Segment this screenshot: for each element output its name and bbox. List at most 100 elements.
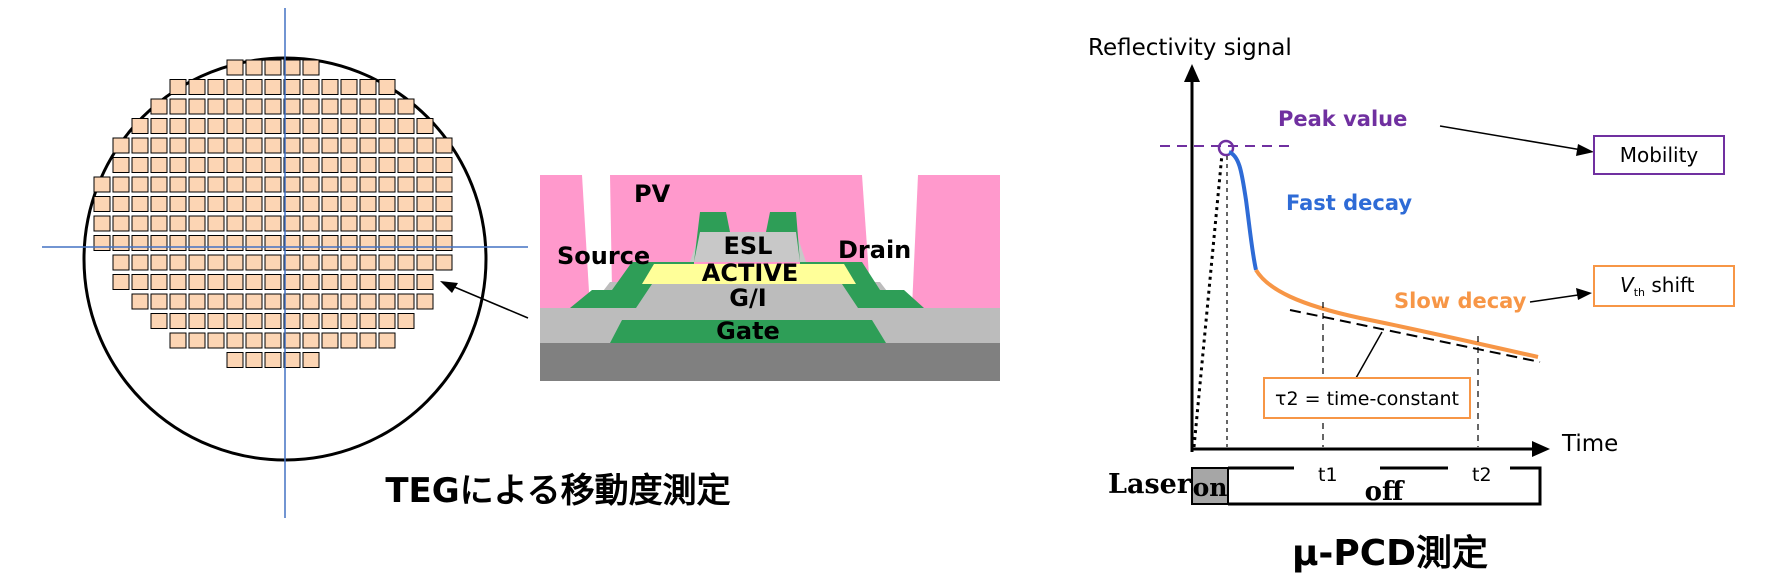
wafer-chip — [131, 254, 149, 271]
wafer-chip — [283, 254, 301, 271]
wafer-chip — [321, 235, 339, 251]
wafer-chip — [131, 196, 149, 212]
time-constant-box — [1263, 377, 1471, 419]
wafer-chip — [226, 332, 244, 349]
wafer-chip — [264, 196, 282, 212]
wafer-chip — [416, 118, 434, 134]
wafer-chip — [169, 79, 187, 95]
wafer-chip — [416, 196, 434, 212]
tau-pointer-line — [1355, 331, 1383, 379]
right-caption: μ-PCD測定 — [1292, 533, 1488, 574]
slow-decay-curve — [1254, 268, 1539, 359]
drain-label: Drain — [838, 236, 911, 264]
wafer-chip — [321, 176, 339, 193]
wafer-chip — [397, 118, 415, 134]
wafer-chip — [188, 313, 206, 329]
wafer-chip — [378, 98, 396, 115]
t2-label: t2 — [1472, 464, 1492, 486]
wafer-chip — [435, 137, 453, 154]
wafer-chip — [188, 215, 206, 232]
wafer-chip — [169, 137, 187, 154]
wafer-chip — [264, 79, 282, 95]
wafer-chip — [359, 157, 377, 173]
wafer-chip — [131, 157, 149, 173]
wafer-chip — [169, 274, 187, 290]
wafer-chip — [131, 235, 149, 251]
wafer-chip — [226, 157, 244, 173]
wafer-chip — [416, 215, 434, 232]
wafer-chip — [264, 352, 282, 368]
wafer-chip — [378, 215, 396, 232]
wafer-chip — [188, 274, 206, 290]
wafer-chip — [245, 137, 263, 154]
wafer-chip — [397, 313, 415, 329]
wafer-chip — [340, 293, 358, 310]
wafer-pointer-arrow — [440, 281, 529, 319]
pv-label: PV — [634, 180, 671, 208]
wafer-chip — [112, 254, 130, 271]
wafer-chip — [207, 79, 225, 95]
wafer-chip — [378, 293, 396, 310]
wafer-chip — [321, 332, 339, 349]
wafer-chip — [302, 157, 320, 173]
wafer-chip — [226, 274, 244, 290]
wafer-chip — [397, 215, 415, 232]
wafer-chip — [283, 352, 301, 368]
wafer-chip — [340, 137, 358, 154]
wafer-chip — [226, 137, 244, 154]
wafer-chip — [150, 313, 168, 329]
wafer-chip — [416, 254, 434, 271]
wafer-chip — [207, 176, 225, 193]
wafer-chip — [378, 196, 396, 212]
wafer-chip — [226, 215, 244, 232]
laser-on-label: on — [1193, 473, 1228, 502]
wafer-chip — [226, 196, 244, 212]
wafer-chip — [302, 274, 320, 290]
wafer-chip — [397, 196, 415, 212]
wafer-chip — [359, 274, 377, 290]
wafer-chip — [226, 313, 244, 329]
wafer-chip — [245, 254, 263, 271]
wafer-chip — [245, 118, 263, 134]
wafer-chip — [321, 118, 339, 134]
wafer-chip — [359, 118, 377, 134]
wafer-chip — [435, 157, 453, 173]
wafer-chip — [397, 176, 415, 193]
wafer-chip — [150, 98, 168, 115]
wafer-chip — [283, 235, 301, 251]
wafer-chip — [302, 352, 320, 368]
wafer-chip — [188, 332, 206, 349]
wafer-chip — [131, 274, 149, 290]
wafer-chip — [207, 293, 225, 310]
wafer-chip — [264, 98, 282, 115]
wafer-chip — [378, 332, 396, 349]
wafer-chip — [207, 157, 225, 173]
gate-layer — [610, 320, 886, 343]
wafer-chip — [264, 254, 282, 271]
wafer-chip — [207, 196, 225, 212]
wafer-chip — [435, 196, 453, 212]
wafer-chip — [302, 196, 320, 212]
rise-dotted-line — [1192, 153, 1224, 448]
wafer-chip — [302, 313, 320, 329]
t1-label: t1 — [1318, 464, 1338, 486]
wafer-chip — [226, 59, 244, 76]
wafer-chip — [283, 59, 301, 76]
wafer-chip — [283, 313, 301, 329]
wafer-chip — [150, 293, 168, 310]
wafer-chip — [378, 118, 396, 134]
wafer-chip — [302, 215, 320, 232]
wafer-chip — [283, 196, 301, 212]
wafer-chip — [340, 332, 358, 349]
chip-grid — [93, 59, 453, 368]
wafer-chip — [207, 235, 225, 251]
wafer-chip — [169, 235, 187, 251]
wafer-chip — [226, 293, 244, 310]
wafer-chip — [321, 215, 339, 232]
wafer-chip — [340, 215, 358, 232]
wafer-chip — [283, 118, 301, 134]
wafer-chip — [188, 293, 206, 310]
wafer-chip — [340, 274, 358, 290]
wafer-chip — [112, 215, 130, 232]
wafer-chip — [416, 293, 434, 310]
